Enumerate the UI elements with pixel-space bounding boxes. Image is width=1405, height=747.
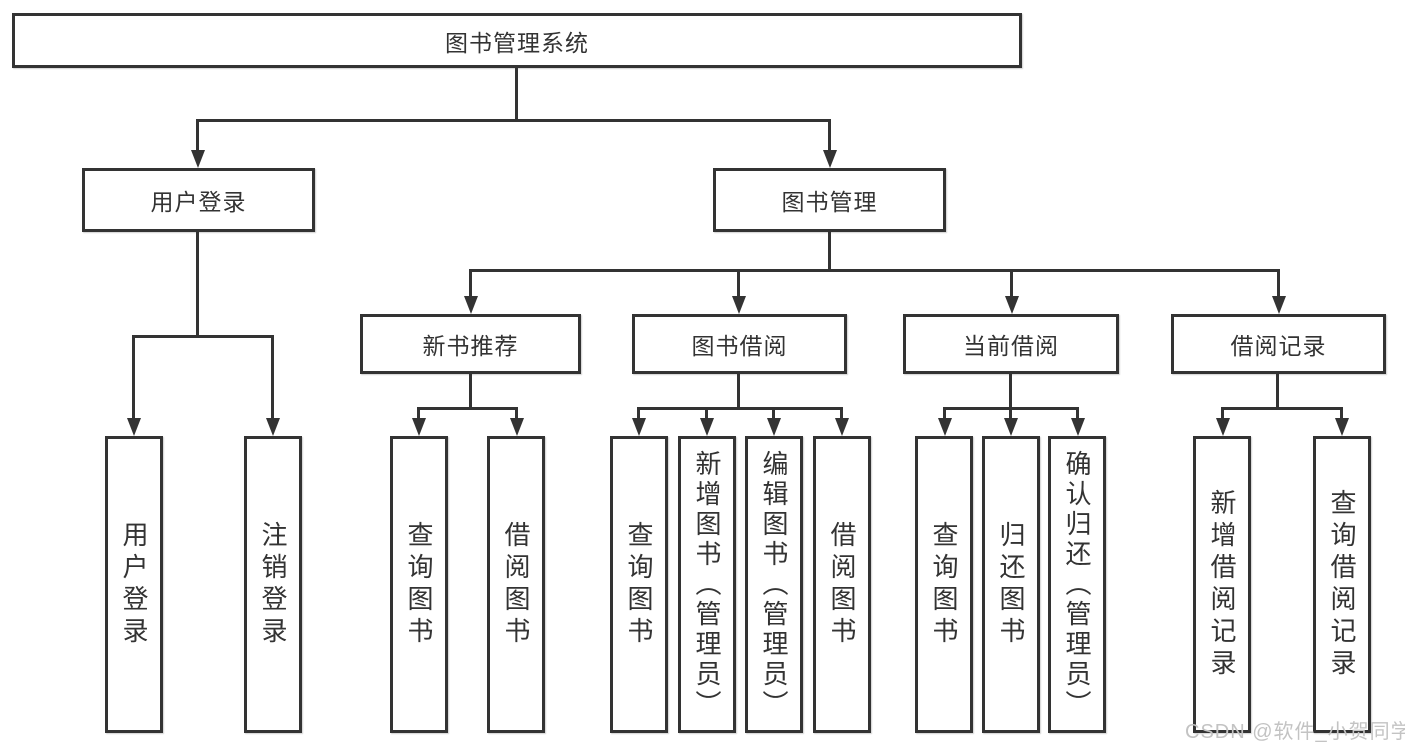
leaf-current-confirm-return-admin-label: 确认归还（管理员） xyxy=(1062,449,1092,720)
leaf-borrow-add-book-admin: 新增图书（管理员） xyxy=(678,436,736,733)
arrow-down-icon xyxy=(700,418,714,436)
node-book-borrow-label: 图书借阅 xyxy=(691,333,788,359)
node-root: 图书管理系统 xyxy=(12,13,1022,68)
connector-line xyxy=(1009,407,1012,420)
connector-line xyxy=(417,407,420,420)
arrow-down-icon xyxy=(632,418,646,436)
leaf-borrow-edit-book-admin-label: 编辑图书（管理员） xyxy=(759,449,789,720)
connector-line xyxy=(1221,407,1224,420)
arrow-down-icon xyxy=(266,418,280,436)
connector-line xyxy=(1221,407,1343,410)
connector-line xyxy=(271,335,274,418)
arrow-down-icon xyxy=(1216,418,1230,436)
connector-line xyxy=(828,232,831,271)
arrow-down-icon xyxy=(823,150,837,168)
arrow-down-icon xyxy=(1004,418,1018,436)
connector-line xyxy=(1340,407,1343,420)
leaf-current-confirm-return-admin: 确认归还（管理员） xyxy=(1048,436,1106,733)
connector-line xyxy=(1010,269,1013,298)
node-new-book-rec-label: 新书推荐 xyxy=(422,333,519,359)
csdn-watermark: CSDN @软件_小贺同学 xyxy=(1185,721,1405,743)
arrow-down-icon xyxy=(835,418,849,436)
leaf-user-login-label: 用户登录 xyxy=(119,520,149,649)
arrow-down-icon xyxy=(1272,296,1286,314)
arrow-down-icon xyxy=(938,418,952,436)
leaf-borrow-query-book-label: 查询图书 xyxy=(624,520,654,649)
connector-line xyxy=(469,269,472,298)
connector-line xyxy=(637,407,640,420)
leaf-newbook-borrow-book-label: 借阅图书 xyxy=(501,520,531,649)
connector-line xyxy=(840,407,843,420)
connector-line xyxy=(417,407,518,410)
leaf-current-return-book-label: 归还图书 xyxy=(996,520,1026,649)
connector-line xyxy=(705,407,708,420)
node-book-borrow: 图书借阅 xyxy=(632,314,847,374)
arrow-down-icon xyxy=(732,296,746,314)
arrow-down-icon xyxy=(1335,418,1349,436)
leaf-newbook-query-book-label: 查询图书 xyxy=(404,520,434,649)
connector-line xyxy=(132,335,135,418)
node-user-login-label: 用户登录 xyxy=(150,189,247,215)
connector-line xyxy=(943,407,946,420)
arrow-down-icon xyxy=(1071,418,1085,436)
leaf-records-add-record: 新增借阅记录 xyxy=(1193,436,1251,733)
leaf-records-query-record-label: 查询借阅记录 xyxy=(1327,488,1357,681)
leaf-user-login: 用户登录 xyxy=(105,436,163,733)
connector-line xyxy=(1276,374,1279,409)
leaf-newbook-query-book: 查询图书 xyxy=(390,436,448,733)
connector-line xyxy=(469,269,1280,272)
connector-line xyxy=(1277,269,1280,298)
connector-line xyxy=(196,119,199,154)
leaf-logout-label: 注销登录 xyxy=(258,520,288,649)
node-book-mgmt-label: 图书管理 xyxy=(781,189,878,215)
leaf-borrow-query-book: 查询图书 xyxy=(610,436,668,733)
leaf-borrow-edit-book-admin: 编辑图书（管理员） xyxy=(745,436,803,733)
connector-line xyxy=(772,407,775,420)
leaf-current-query-book: 查询图书 xyxy=(915,436,973,733)
connector-line xyxy=(1076,407,1079,420)
arrow-down-icon xyxy=(412,418,426,436)
connector-line xyxy=(196,232,199,337)
node-user-login: 用户登录 xyxy=(82,168,315,232)
node-current-borrow-label: 当前借阅 xyxy=(963,333,1059,359)
leaf-logout: 注销登录 xyxy=(244,436,302,733)
arrow-down-icon xyxy=(510,418,524,436)
connector-line xyxy=(132,335,274,338)
arrow-down-icon xyxy=(464,296,478,314)
connector-line xyxy=(515,407,518,420)
node-root-label: 图书管理系统 xyxy=(445,29,589,56)
leaf-current-return-book: 归还图书 xyxy=(982,436,1040,733)
node-borrow-records: 借阅记录 xyxy=(1171,314,1386,374)
leaf-newbook-borrow-book: 借阅图书 xyxy=(487,436,545,733)
arrow-down-icon xyxy=(191,150,205,168)
leaf-borrow-borrow-book-label: 借阅图书 xyxy=(827,520,857,649)
node-current-borrow: 当前借阅 xyxy=(903,314,1119,374)
arrow-down-icon xyxy=(1005,296,1019,314)
arrow-down-icon xyxy=(767,418,781,436)
node-new-book-rec: 新书推荐 xyxy=(360,314,581,374)
connector-line xyxy=(196,119,830,122)
connector-line xyxy=(515,68,518,121)
node-borrow-records-label: 借阅记录 xyxy=(1230,333,1327,359)
connector-line xyxy=(737,374,740,409)
arrow-down-icon xyxy=(127,418,141,436)
leaf-records-query-record: 查询借阅记录 xyxy=(1313,436,1371,733)
leaf-borrow-add-book-admin-label: 新增图书（管理员） xyxy=(692,449,722,720)
connector-line xyxy=(637,407,843,410)
connector-line xyxy=(469,374,472,409)
connector-line xyxy=(828,119,831,154)
leaf-current-query-book-label: 查询图书 xyxy=(929,520,959,649)
connector-line xyxy=(737,269,740,298)
node-book-mgmt: 图书管理 xyxy=(713,168,946,232)
leaf-records-add-record-label: 新增借阅记录 xyxy=(1207,488,1237,681)
leaf-borrow-borrow-book: 借阅图书 xyxy=(813,436,871,733)
connector-line xyxy=(1009,374,1012,409)
